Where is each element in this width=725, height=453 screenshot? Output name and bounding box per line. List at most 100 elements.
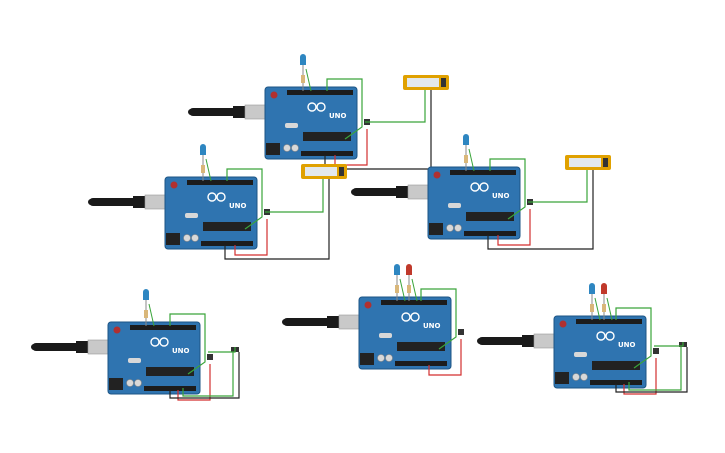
wire-green — [628, 347, 682, 391]
reset-button[interactable] — [433, 171, 441, 179]
power-jack — [166, 233, 180, 245]
arduino-logo-icon — [207, 192, 217, 202]
arduino-logo-icon — [410, 312, 420, 322]
power-analog-header — [464, 231, 516, 236]
wire-green — [654, 342, 684, 347]
resistor — [301, 75, 305, 83]
led-blue[interactable] — [300, 54, 306, 65]
resistor — [395, 285, 399, 293]
wire-green — [606, 297, 613, 321]
wire-green — [365, 90, 426, 123]
power-analog-header — [201, 241, 253, 246]
wire-red — [234, 219, 268, 256]
arduino-logo-icon — [605, 331, 615, 341]
usb-cable-end — [188, 109, 194, 115]
wire-red — [334, 129, 368, 166]
arduino-logo-icon — [479, 182, 489, 192]
wire-green — [594, 297, 601, 321]
board-1[interactable]: UNO — [188, 54, 449, 170]
led-blue[interactable] — [463, 134, 469, 145]
led-blue[interactable] — [589, 283, 595, 294]
capacitor — [385, 354, 393, 362]
lcd-pins — [603, 158, 608, 167]
reset-button[interactable] — [113, 326, 121, 334]
wire-green — [182, 352, 234, 397]
wire-green — [489, 158, 526, 220]
wire-black — [224, 179, 330, 260]
pushbutton[interactable] — [458, 329, 464, 335]
wire-green — [420, 288, 457, 350]
lcd-screen — [305, 167, 337, 176]
board-6[interactable]: UNO — [477, 283, 688, 395]
capacitor — [572, 373, 580, 381]
wire-green — [148, 303, 155, 327]
led-red[interactable] — [406, 264, 412, 275]
digital-header — [130, 325, 196, 330]
wire-green — [265, 179, 324, 213]
usb-cable-end — [282, 319, 288, 325]
arduino-logo-icon — [596, 331, 606, 341]
resistor — [201, 165, 205, 173]
usb-cable-end — [31, 344, 37, 350]
lcd-pins — [339, 167, 344, 176]
pushbutton[interactable] — [207, 354, 213, 360]
led-blue[interactable] — [143, 289, 149, 300]
arduino-logo-icon — [150, 337, 160, 347]
usb-plug-body — [522, 335, 534, 347]
power-analog-header — [144, 386, 196, 391]
board-3[interactable]: UNO — [351, 134, 611, 250]
capacitor — [126, 379, 134, 387]
capacitor — [580, 373, 588, 381]
wire-black — [487, 170, 594, 250]
capacitor — [191, 234, 199, 242]
resistor — [144, 310, 148, 318]
usb-plug-body — [76, 341, 88, 353]
reset-button[interactable] — [559, 320, 567, 328]
wire-red — [497, 209, 531, 246]
wire-red — [428, 339, 462, 376]
usb-plug-body — [327, 316, 339, 328]
power-jack — [360, 353, 374, 365]
power-analog-header — [590, 380, 642, 385]
power-jack — [266, 143, 280, 155]
microcontroller-chip — [146, 367, 194, 376]
capacitor — [377, 354, 385, 362]
resistor — [464, 155, 468, 163]
power-jack — [429, 223, 443, 235]
board-label: UNO — [618, 341, 636, 349]
board-2[interactable]: UNO — [88, 144, 347, 260]
usb-plug-body — [396, 186, 408, 198]
wire-green — [528, 170, 588, 203]
microcontroller-chip — [592, 361, 640, 370]
digital-header — [381, 300, 447, 305]
reset-button[interactable] — [170, 181, 178, 189]
board-5[interactable]: UNO — [282, 264, 464, 376]
usb-cable-end — [477, 338, 483, 344]
board-4[interactable]: UNO — [31, 289, 240, 401]
wire-green — [468, 148, 475, 172]
capacitor — [446, 224, 454, 232]
wire-green — [169, 313, 206, 375]
microcontroller-chip — [203, 222, 251, 231]
power-analog-header — [301, 151, 353, 156]
resistor — [590, 304, 594, 312]
usb-cable-end — [88, 199, 94, 205]
usb-plug-body — [133, 196, 145, 208]
arduino-logo-icon — [307, 102, 317, 112]
capacitor — [283, 144, 291, 152]
pushbutton[interactable] — [653, 348, 659, 354]
lcd-screen — [569, 158, 601, 167]
led-blue[interactable] — [200, 144, 206, 155]
wire-black — [324, 90, 432, 170]
digital-header — [287, 90, 353, 95]
resistor — [407, 285, 411, 293]
wire-green — [615, 307, 652, 369]
reset-button[interactable] — [364, 301, 372, 309]
led-blue[interactable] — [394, 264, 400, 275]
digital-header — [187, 180, 253, 185]
board-label: UNO — [172, 347, 190, 355]
reset-button[interactable] — [270, 91, 278, 99]
led-red[interactable] — [601, 283, 607, 294]
wire-green — [326, 78, 363, 140]
